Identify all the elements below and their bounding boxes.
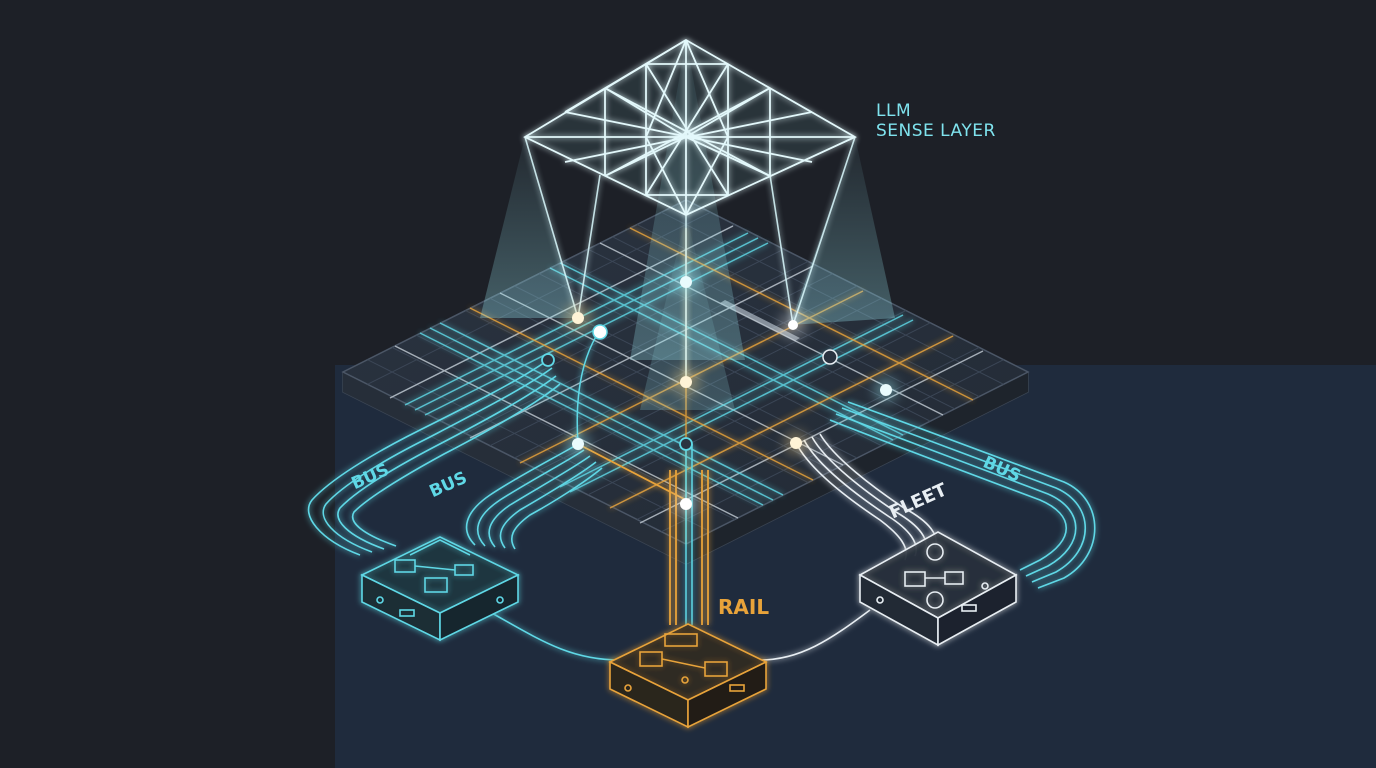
bus-link-left-inner: [465, 443, 603, 550]
llm-sense-layer-label: LLM SENSE LAYER: [876, 101, 996, 141]
fleet-module: [858, 531, 1018, 647]
grid-line: [636, 346, 980, 520]
grid-line: [587, 322, 931, 496]
bus-label-left-inner: BUS: [426, 468, 470, 502]
llm-label-line2: SENSE LAYER: [876, 121, 996, 141]
grid-line: [661, 359, 1004, 533]
grid-nodes: [541, 268, 898, 516]
bus-label-right: BUS: [980, 453, 1024, 487]
llm-label-line1: LLM: [876, 101, 911, 121]
bus-link-right: [829, 401, 1096, 589]
bus-module: [360, 536, 520, 642]
grid-line: [563, 310, 907, 484]
rail-module: [608, 623, 768, 729]
rail-link: [577, 443, 709, 625]
rail-label: RAIL: [718, 595, 769, 619]
bus-link-left-outer: [307, 359, 561, 556]
llm-mesh: [523, 38, 857, 216]
